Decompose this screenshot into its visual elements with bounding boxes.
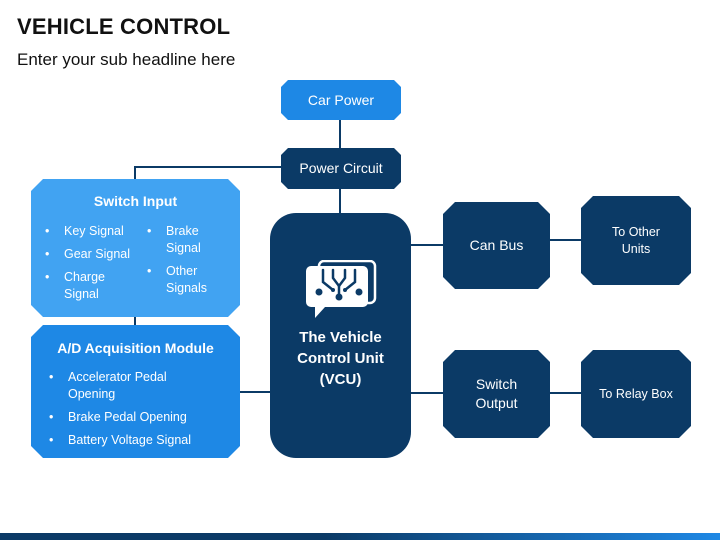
can-bus-label: Can Bus [469, 237, 524, 253]
switch-output-label: Switch Output [475, 376, 518, 411]
to-other-units-label: To Other Units [612, 224, 660, 256]
to-relay-box-box: To Relay Box [581, 350, 691, 438]
circuit-chat-icon [306, 260, 377, 318]
can-bus-box: Can Bus [443, 202, 550, 289]
list-item: Battery Voltage Signal [45, 432, 235, 449]
ad-acquisition-module-panel: A/D Acquisition Module Accelerator Pedal… [31, 325, 240, 458]
list-item: Charge Signal [41, 269, 124, 303]
list-item: Brake Pedal Opening [45, 409, 235, 426]
connector-powercircuit-switchinput [134, 166, 281, 179]
to-other-units-box: To Other Units [581, 196, 691, 285]
list-item: Brake Signal [143, 223, 211, 257]
list-item: Key Signal [41, 223, 141, 240]
power-circuit-box: Power Circuit [281, 148, 401, 189]
car-power-label: Car Power [307, 91, 375, 108]
ad-module-list: Accelerator Pedal Opening Brake Pedal Op… [45, 369, 235, 455]
switch-input-heading: Switch Input [93, 193, 178, 209]
switch-input-panel: Switch Input Key Signal Gear Signal Char… [31, 179, 240, 317]
vcu-label: The Vehicle Control Unit (VCU) [297, 329, 384, 388]
switch-input-list-1: Key Signal Gear Signal Charge Signal [41, 223, 141, 309]
to-relay-box-label: To Relay Box [599, 386, 673, 401]
switch-input-list-2: Brake Signal Other Signals [143, 223, 228, 303]
list-item: Accelerator Pedal Opening [45, 369, 193, 403]
power-circuit-label: Power Circuit [299, 160, 383, 176]
car-power-box: Car Power [281, 80, 401, 120]
ad-module-heading: A/D Acquisition Module [57, 340, 214, 356]
page-title: VEHICLE CONTROL [17, 14, 231, 39]
list-item: Other Signals [143, 263, 211, 297]
page-subtitle: Enter your sub headline here [17, 50, 236, 69]
vcu-box: The Vehicle Control Unit (VCU) [270, 213, 411, 458]
list-item: Gear Signal [41, 246, 141, 263]
switch-output-box: Switch Output [443, 350, 550, 438]
bottom-accent-bar [0, 533, 720, 540]
